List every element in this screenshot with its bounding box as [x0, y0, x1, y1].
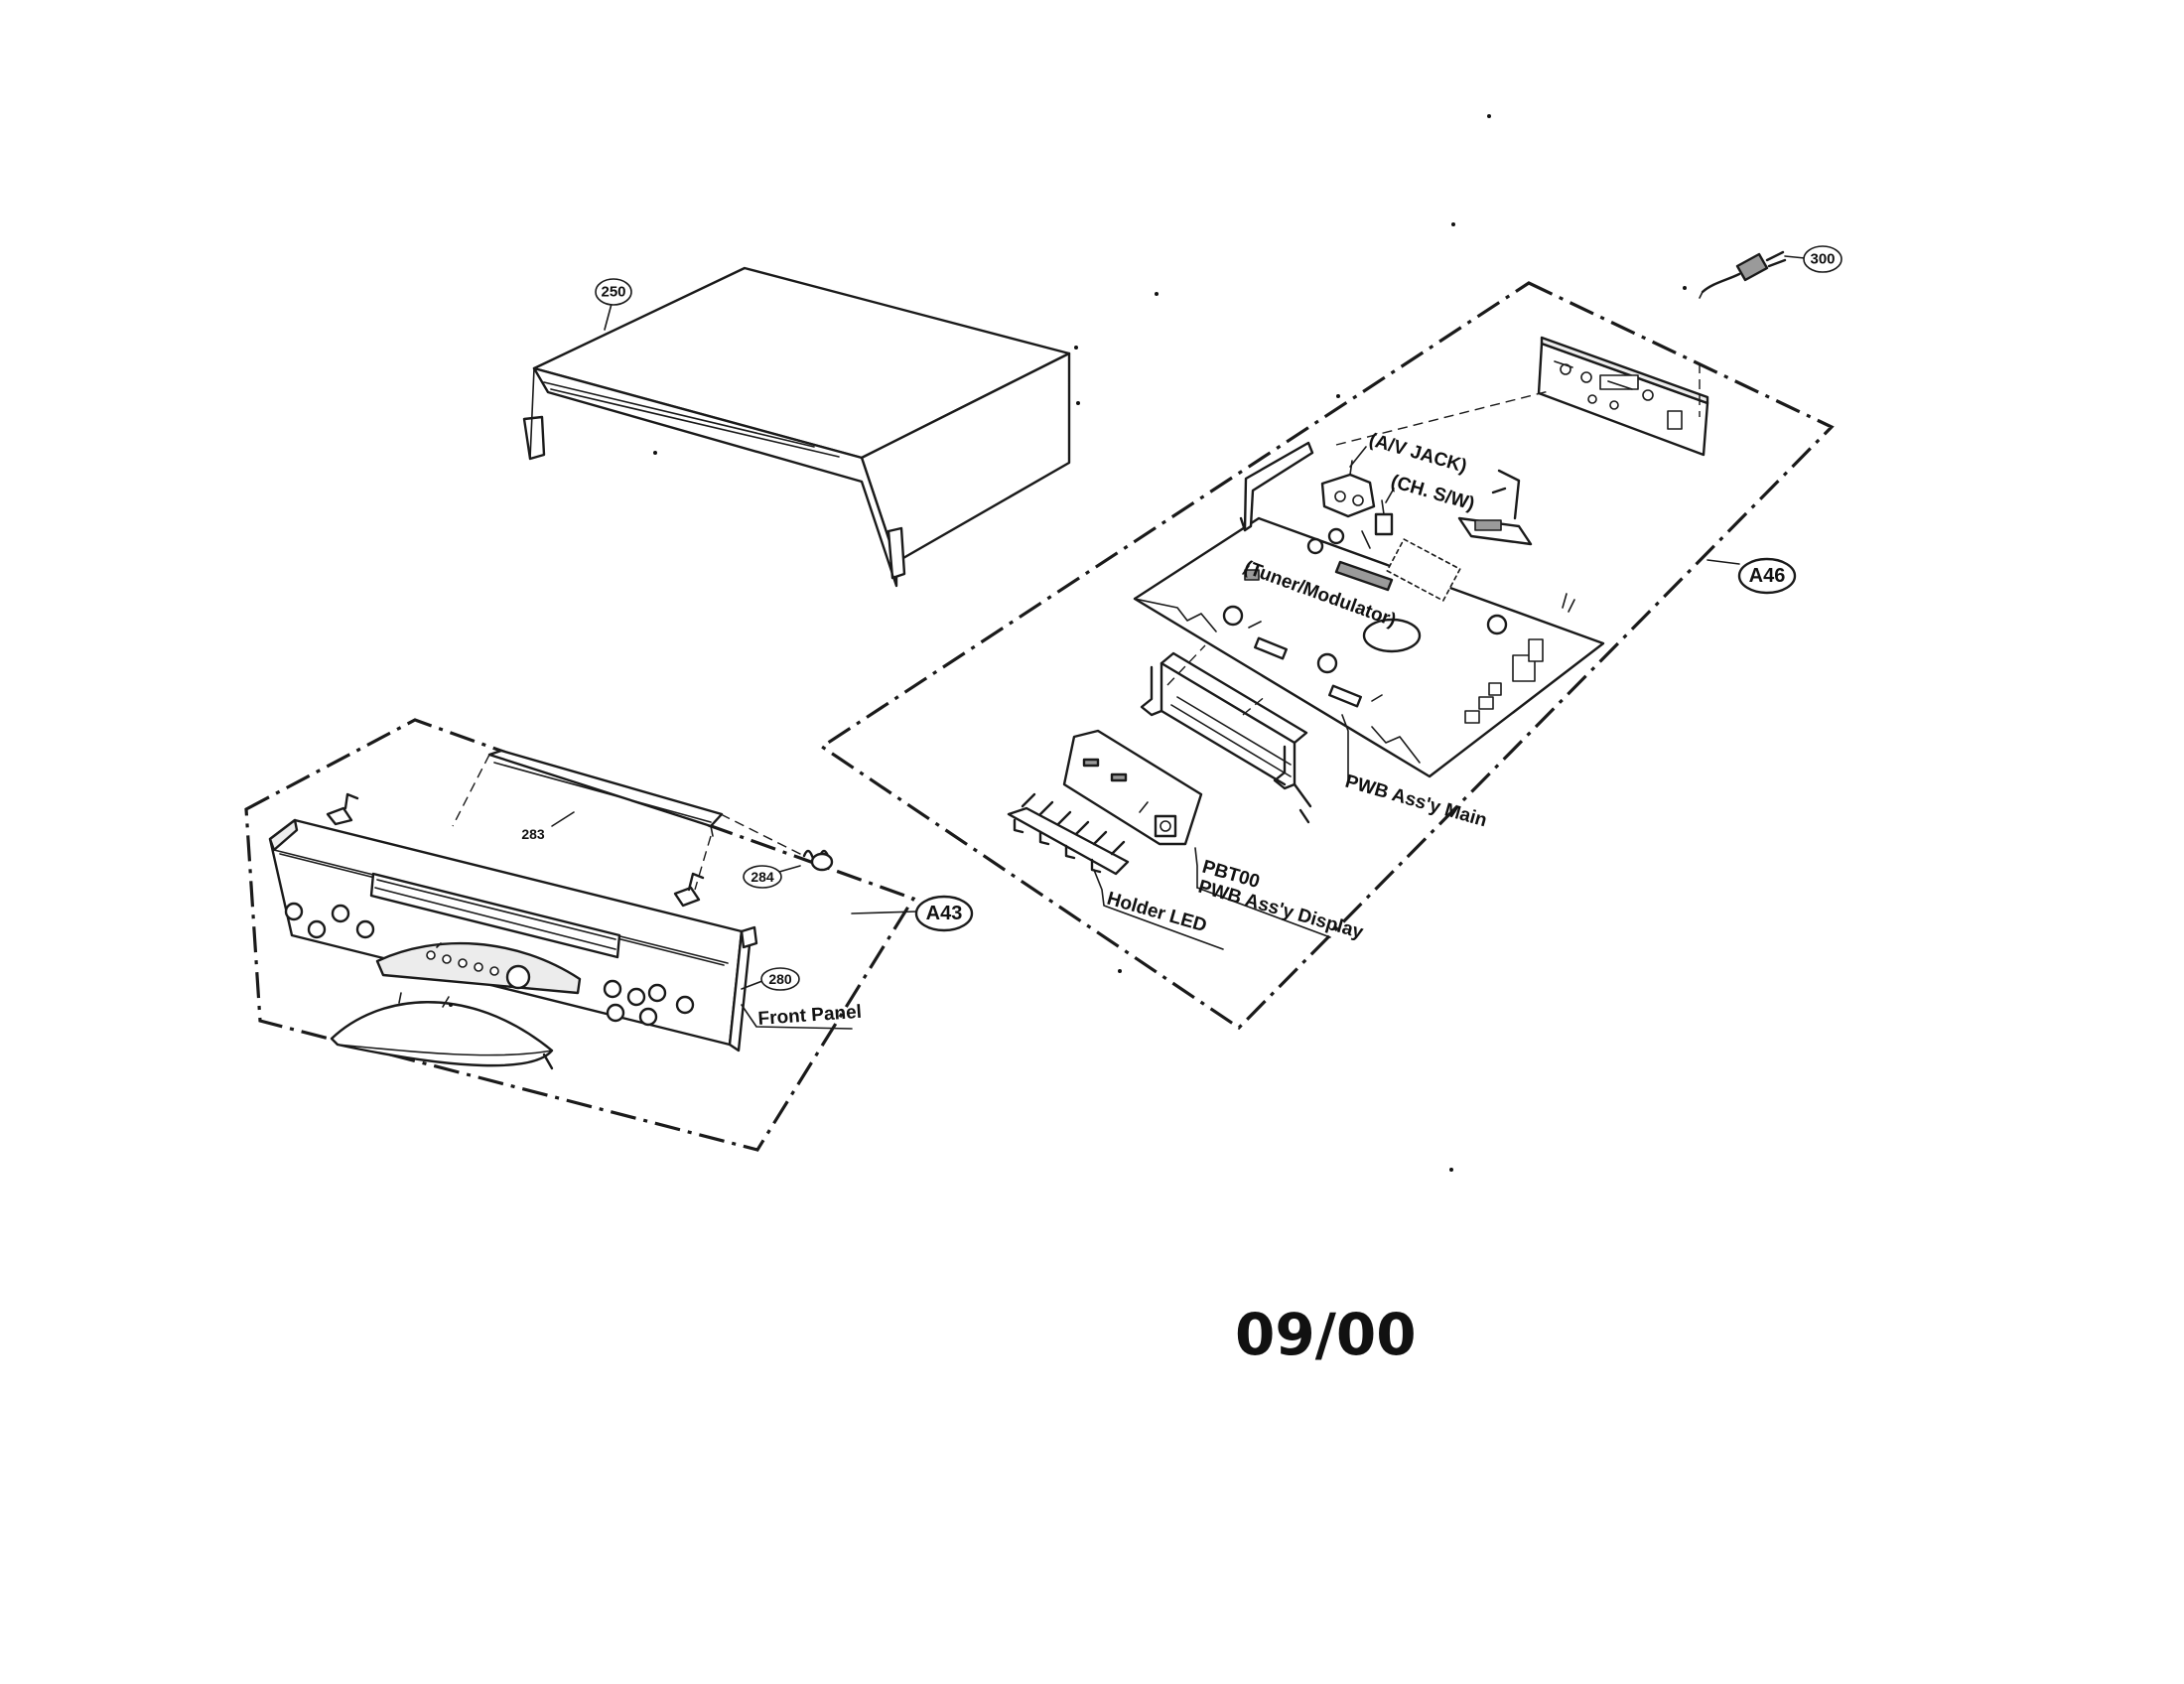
front-door-flap: [330, 992, 554, 1070]
part-number-284: 284: [751, 869, 774, 885]
led-holder: [1007, 792, 1130, 876]
main-assembly-boundary: [819, 281, 1835, 1031]
main-pwb-board: [1133, 516, 1605, 778]
av-jack-component: [1320, 460, 1376, 518]
part-bubble-a46: A46: [1706, 557, 1797, 595]
cabinet-cover: [522, 266, 1080, 588]
part-number-283: 283: [521, 826, 545, 842]
shield-plate: [487, 749, 724, 837]
svg-text:(CH. S/W): (CH. S/W): [1389, 472, 1477, 515]
label-ch-sw: (CH. S/W): [1385, 472, 1477, 515]
part-bubble-280: 280: [741, 967, 800, 991]
front-panel-body: [268, 792, 758, 1052]
part-bubble-284: 284: [743, 865, 782, 889]
part-number-a43: A43: [926, 903, 963, 924]
part-bubble-283: 283: [521, 811, 575, 842]
date-code: 09/00: [1235, 1301, 1417, 1368]
part-number-300: 300: [1810, 251, 1835, 268]
label-pwb-display: PWB Ass'y Display: [1196, 877, 1366, 944]
part-number-250: 250: [601, 284, 625, 301]
svg-text:PWB Ass'y Main: PWB Ass'y Main: [1343, 772, 1489, 832]
front-assembly-boundary: [244, 718, 916, 1152]
label-front-panel: Front Panel: [741, 1002, 863, 1030]
right-connector-component: [1457, 469, 1533, 546]
display-board-frame: [1140, 651, 1312, 824]
part-number-a46: A46: [1749, 565, 1786, 587]
rear-jack-bracket: [1537, 336, 1709, 457]
channel-switch-component: [1374, 499, 1394, 536]
part-bubble-250: 250: [595, 278, 632, 331]
part-bubble-a43: A43: [851, 895, 974, 932]
board-side-bracket: [1239, 441, 1314, 532]
spring: [771, 849, 834, 875]
svg-text:(A/V JACK): (A/V JACK): [1367, 430, 1469, 478]
display-pwb: [1062, 729, 1203, 846]
svg-text:Front Panel: Front Panel: [757, 1002, 863, 1030]
power-cord: [1699, 250, 1787, 299]
svg-text:PWB Ass'y Display: PWB Ass'y Display: [1196, 877, 1366, 944]
part-number-280: 280: [768, 971, 792, 987]
part-bubble-300: 300: [1784, 245, 1843, 273]
svg-text:Holder LED: Holder LED: [1105, 889, 1209, 937]
